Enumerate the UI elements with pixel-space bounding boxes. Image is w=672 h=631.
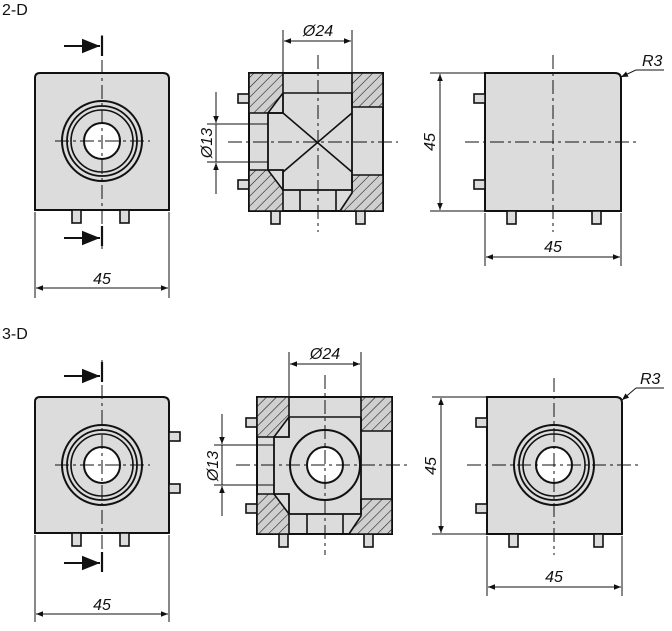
inner-dia-dim-3d: Ø13 bbox=[205, 451, 222, 482]
variant-label-3d: 3-D bbox=[2, 326, 28, 343]
front-view-2d: 45 bbox=[34, 35, 170, 298]
section-view-3d: Ø24 Ø13 bbox=[205, 346, 408, 555]
front-width-dim-3d: 45 bbox=[93, 597, 111, 614]
outer-dia-dim-3d: Ø24 bbox=[309, 346, 340, 363]
side-height-dim-3d: 45 bbox=[423, 457, 440, 475]
side-view-3d: 45 45 R3 bbox=[423, 371, 664, 596]
side-width-dim-2d: 45 bbox=[544, 239, 562, 256]
inner-dia-dim-2d: Ø13 bbox=[199, 128, 216, 159]
radius-dim-2d: R3 bbox=[642, 53, 663, 70]
side-view-2d: 45 45 R3 bbox=[422, 53, 664, 266]
section-view-2d: Ø24 Ø13 bbox=[199, 23, 398, 232]
variant-label-2d: 2-D bbox=[2, 2, 28, 19]
side-height-dim-2d: 45 bbox=[422, 133, 439, 151]
outer-dia-dim-2d: Ø24 bbox=[302, 23, 333, 40]
front-view-3d: 45 bbox=[34, 360, 181, 622]
radius-dim-3d: R3 bbox=[640, 371, 661, 388]
side-width-dim-3d: 45 bbox=[545, 569, 563, 586]
front-width-dim-2d: 45 bbox=[93, 271, 111, 288]
